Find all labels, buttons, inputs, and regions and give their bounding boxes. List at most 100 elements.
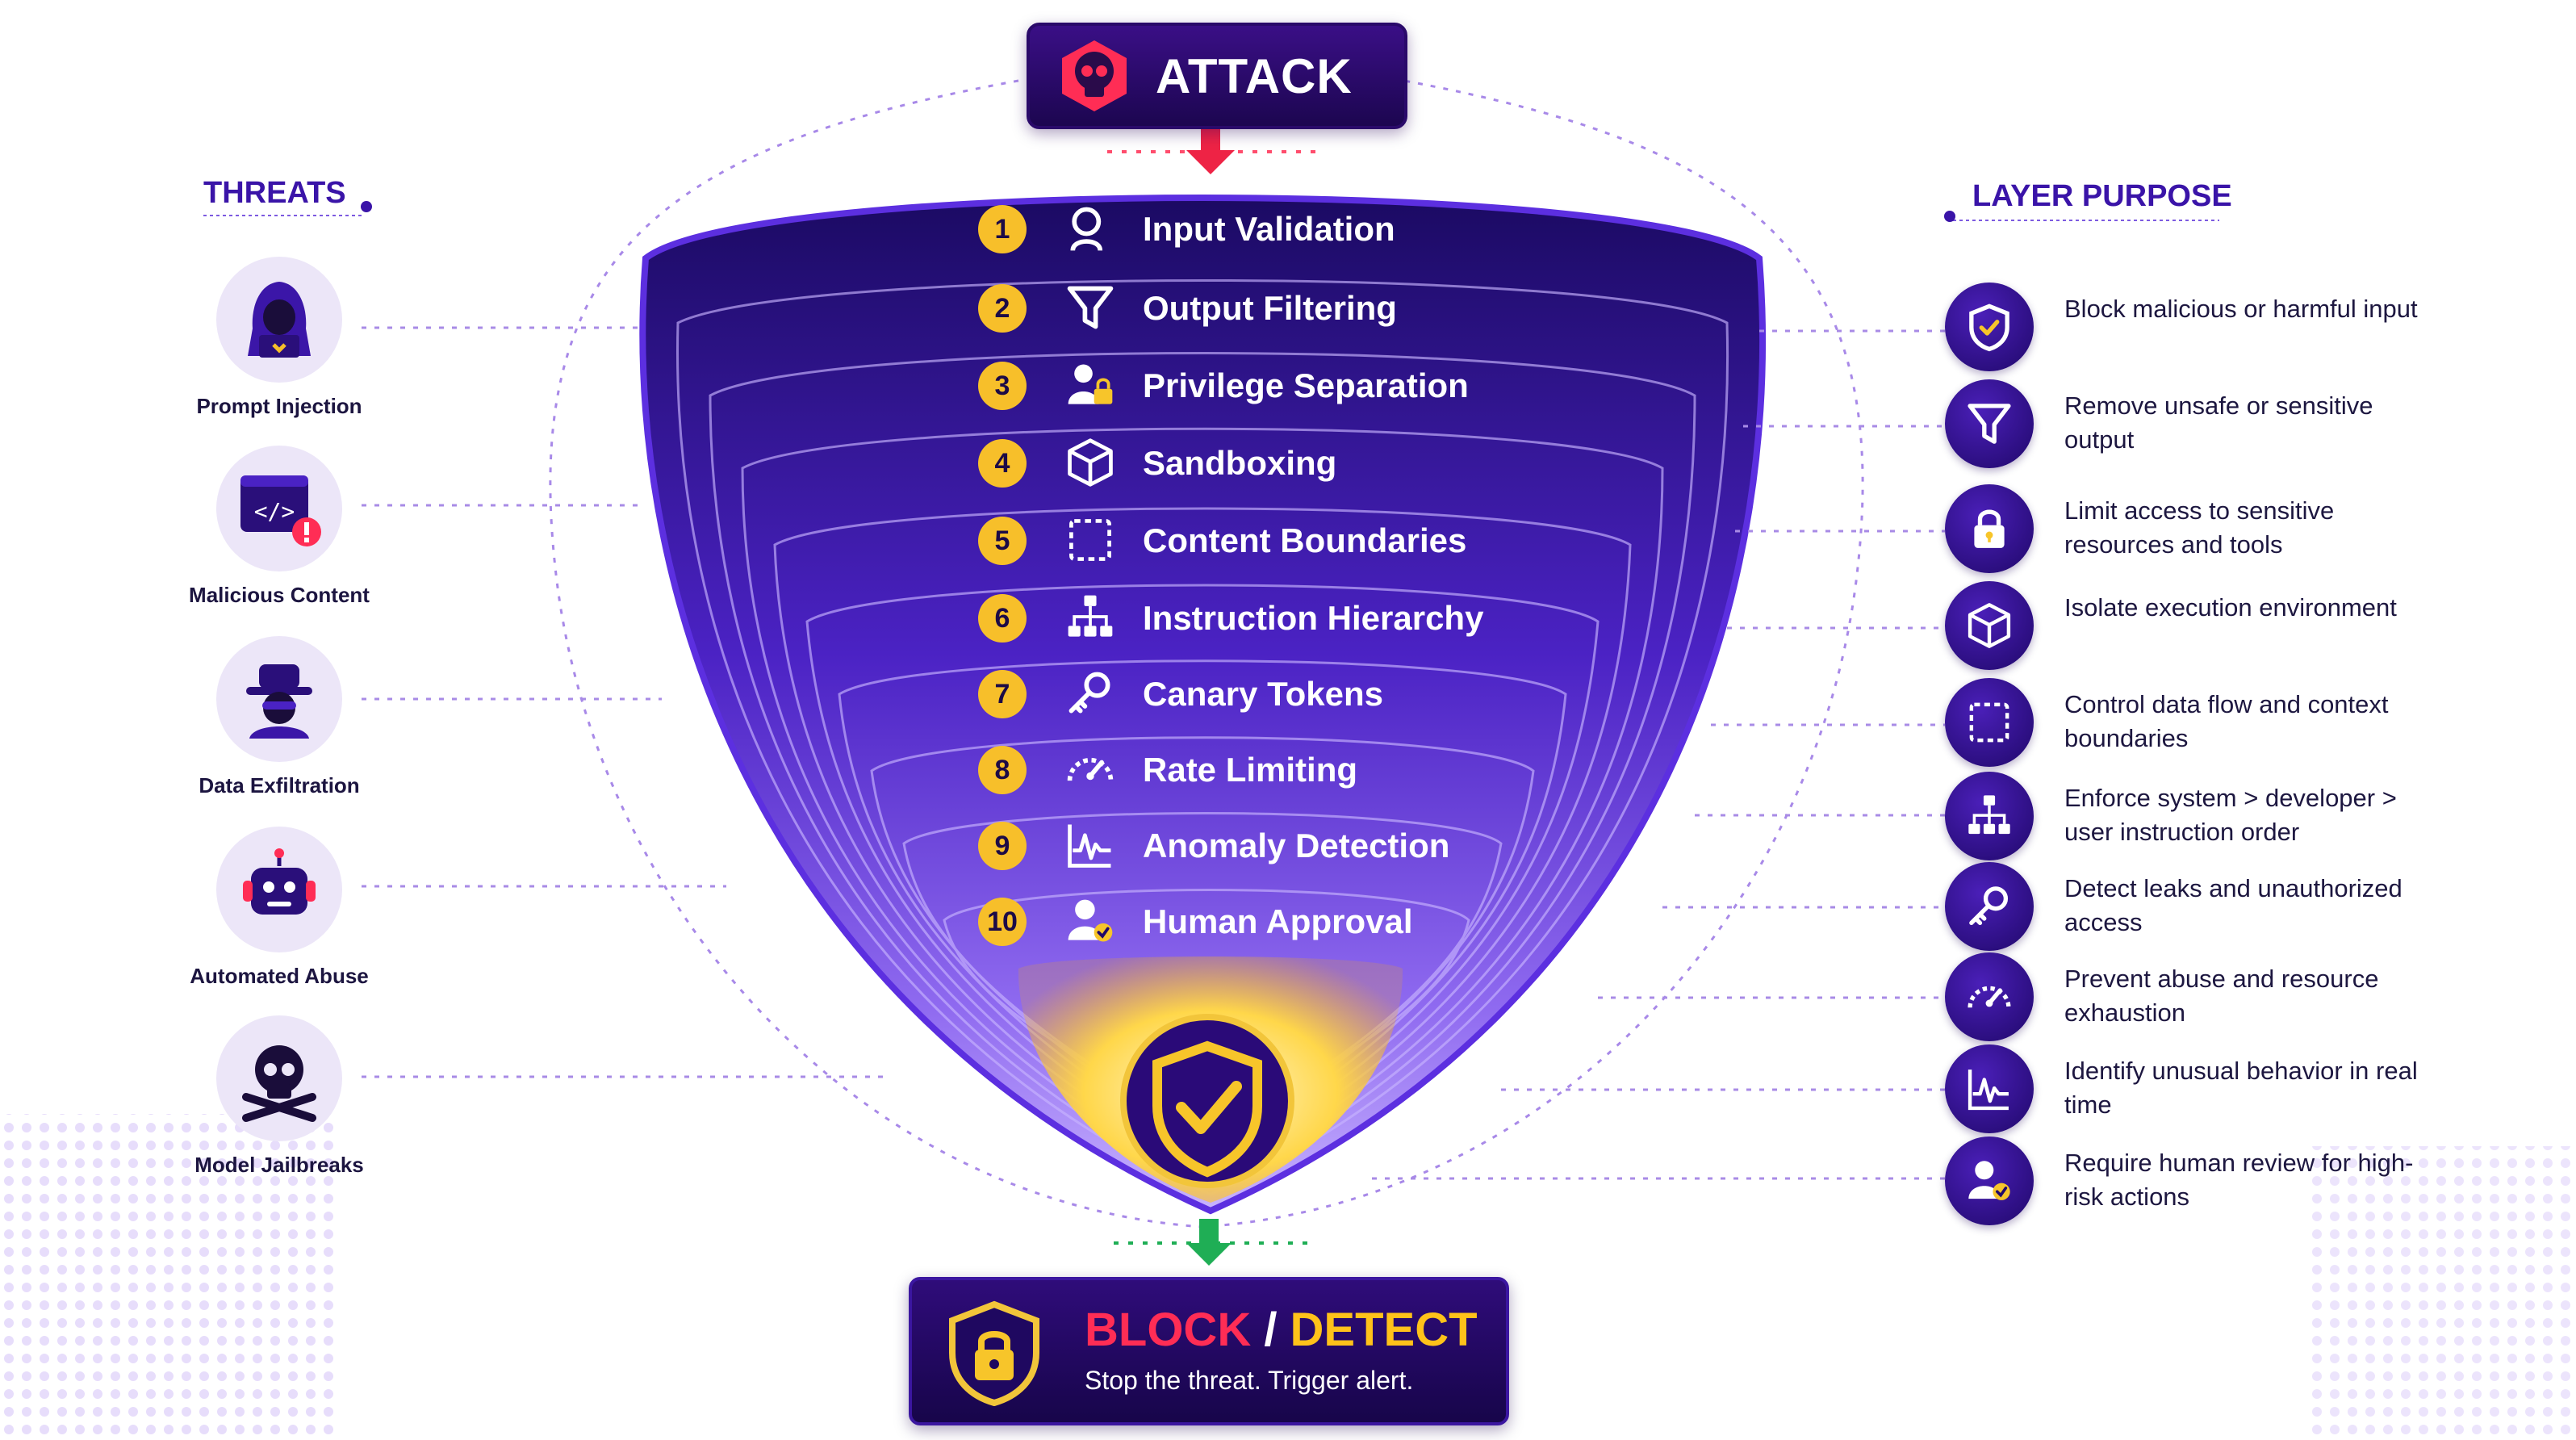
skull-hexagon-icon	[1062, 40, 1127, 111]
layer-label: Output Filtering	[1143, 289, 1397, 327]
layer-icon	[1064, 743, 1120, 799]
purpose-text: Control data flow and context boundaries	[2064, 690, 2389, 752]
gauge-icon	[1067, 757, 1114, 781]
block-detect-banner: BLOCK / DETECT Stop the threat. Trigger …	[909, 1277, 1509, 1425]
purpose-heading-dot	[1944, 211, 1955, 222]
threats-heading: THREATS	[203, 176, 346, 210]
hierarchy-icon	[1968, 795, 2010, 835]
purpose-item: Detect leaks and unauthorized access	[1945, 862, 2429, 951]
purpose-item: Block malicious or harmful input	[1945, 283, 2429, 371]
purpose-item: Isolate execution environment	[1945, 581, 2429, 670]
purpose-icon-circle	[1945, 952, 2034, 1041]
purpose-item: Enforce system > developer > user instru…	[1945, 772, 2429, 860]
layer-icon	[1064, 894, 1120, 951]
threats-heading-dot	[361, 201, 372, 212]
layer-icon	[1064, 667, 1120, 723]
spy-icon	[246, 664, 312, 739]
result-separator: /	[1251, 1304, 1290, 1356]
purpose-item: Require human review for high-risk actio…	[1945, 1137, 2429, 1225]
layer-rings	[676, 279, 1729, 1196]
dashed-square-icon	[1069, 519, 1111, 561]
threat-malicious-content: </> Malicious Content	[174, 446, 384, 608]
purpose-icon-circle	[1945, 1044, 2034, 1133]
layer-icon	[1064, 436, 1120, 492]
threat-label: Prompt Injection	[196, 394, 362, 418]
threat-label: Model Jailbreaks	[194, 1153, 364, 1177]
layer-number-badge: 3	[978, 362, 1027, 410]
threat-icon-circle	[216, 257, 342, 383]
attack-banner: ATTACK	[1027, 23, 1407, 129]
search-icon	[1070, 207, 1103, 252]
purpose-icon-circle	[1945, 581, 2034, 670]
cube-icon	[1068, 438, 1113, 487]
user-check-icon	[1968, 1161, 2010, 1200]
pulse-chart-icon	[1968, 1070, 2009, 1111]
layer-icon	[1064, 818, 1120, 875]
threat-model-jailbreaks: Model Jailbreaks	[174, 1015, 384, 1178]
purpose-text: Require human review for high-risk actio…	[2064, 1149, 2414, 1211]
core-shield-icon	[1152, 1040, 1262, 1178]
purpose-item: Identify unusual behavior in real time	[1945, 1044, 2429, 1133]
layer-label: Human Approval	[1143, 902, 1413, 940]
layer-label: Rate Limiting	[1143, 751, 1358, 789]
layer-number-badge: 10	[978, 898, 1027, 946]
skull-crossbones-icon	[242, 1045, 316, 1122]
result-title: BLOCK / DETECT	[1085, 1303, 1478, 1357]
layer-label: Content Boundaries	[1143, 521, 1467, 559]
purpose-item: Limit access to sensitive resources and …	[1945, 484, 2429, 573]
purpose-icon-circle	[1945, 379, 2034, 468]
purpose-heading-rule	[1953, 220, 2219, 221]
purpose-connectors	[1372, 329, 1945, 1180]
layer-label: Input Validation	[1143, 210, 1395, 248]
purpose-text: Isolate execution environment	[2064, 593, 2397, 622]
code-window-alert-icon: </>	[240, 475, 321, 546]
cube-icon	[1968, 603, 2011, 648]
lock-icon	[1974, 509, 2005, 548]
layer-icon	[1064, 591, 1120, 647]
threat-data-exfiltration: Data Exfiltration	[174, 636, 384, 798]
purpose-text: Limit access to sensitive resources and …	[2064, 496, 2335, 559]
layer-number-badge: 1	[978, 205, 1027, 253]
dot-pattern-left	[0, 1114, 339, 1440]
layer-icon	[1064, 202, 1120, 258]
purpose-text: Detect leaks and unauthorized access	[2064, 874, 2402, 936]
layer-label: Canary Tokens	[1143, 675, 1383, 713]
layer-icon	[1064, 358, 1120, 415]
threat-label: Automated Abuse	[190, 964, 369, 988]
purpose-icon-circle	[1945, 484, 2034, 573]
attack-arrow	[1186, 129, 1235, 174]
purpose-item: Prevent abuse and resource exhaustion	[1945, 952, 2429, 1041]
layer-label: Anomaly Detection	[1143, 827, 1450, 864]
purpose-icon-circle	[1945, 678, 2034, 767]
threat-automated-abuse: Automated Abuse	[174, 827, 384, 989]
purpose-text: Remove unsafe or sensitive output	[2064, 391, 2373, 454]
result-subtitle: Stop the threat. Trigger alert.	[1085, 1366, 1414, 1395]
purpose-text: Block malicious or harmful input	[2064, 295, 2418, 323]
purpose-icon-circle	[1945, 772, 2034, 860]
threat-icon-circle	[216, 636, 342, 762]
layer-icon	[1064, 281, 1120, 337]
shield-check-icon	[1969, 303, 2009, 352]
purpose-text: Identify unusual behavior in real time	[2064, 1057, 2418, 1119]
hierarchy-icon	[1068, 595, 1113, 637]
user-check-icon	[1068, 899, 1113, 942]
threat-icon-circle	[216, 827, 342, 952]
layer-number-badge: 8	[978, 746, 1027, 794]
shield-lock-icon	[949, 1300, 1039, 1406]
success-arrow	[1186, 1219, 1232, 1266]
dot-pattern-right	[2308, 1146, 2576, 1440]
layer-number-badge: 5	[978, 517, 1027, 565]
gauge-icon	[1968, 986, 2011, 1008]
attack-label: ATTACK	[1156, 48, 1353, 103]
pulse-chart-icon	[1068, 824, 1111, 868]
threat-icon-circle: </>	[216, 446, 342, 571]
detect-label: DETECT	[1290, 1304, 1478, 1356]
purpose-text: Prevent abuse and resource exhaustion	[2064, 965, 2379, 1027]
threat-label: Data Exfiltration	[199, 773, 360, 797]
layer-label: Instruction Hierarchy	[1143, 599, 1484, 637]
key-icon	[1969, 886, 2009, 926]
threat-icon-circle	[216, 1015, 342, 1141]
filter-icon	[1067, 286, 1114, 329]
